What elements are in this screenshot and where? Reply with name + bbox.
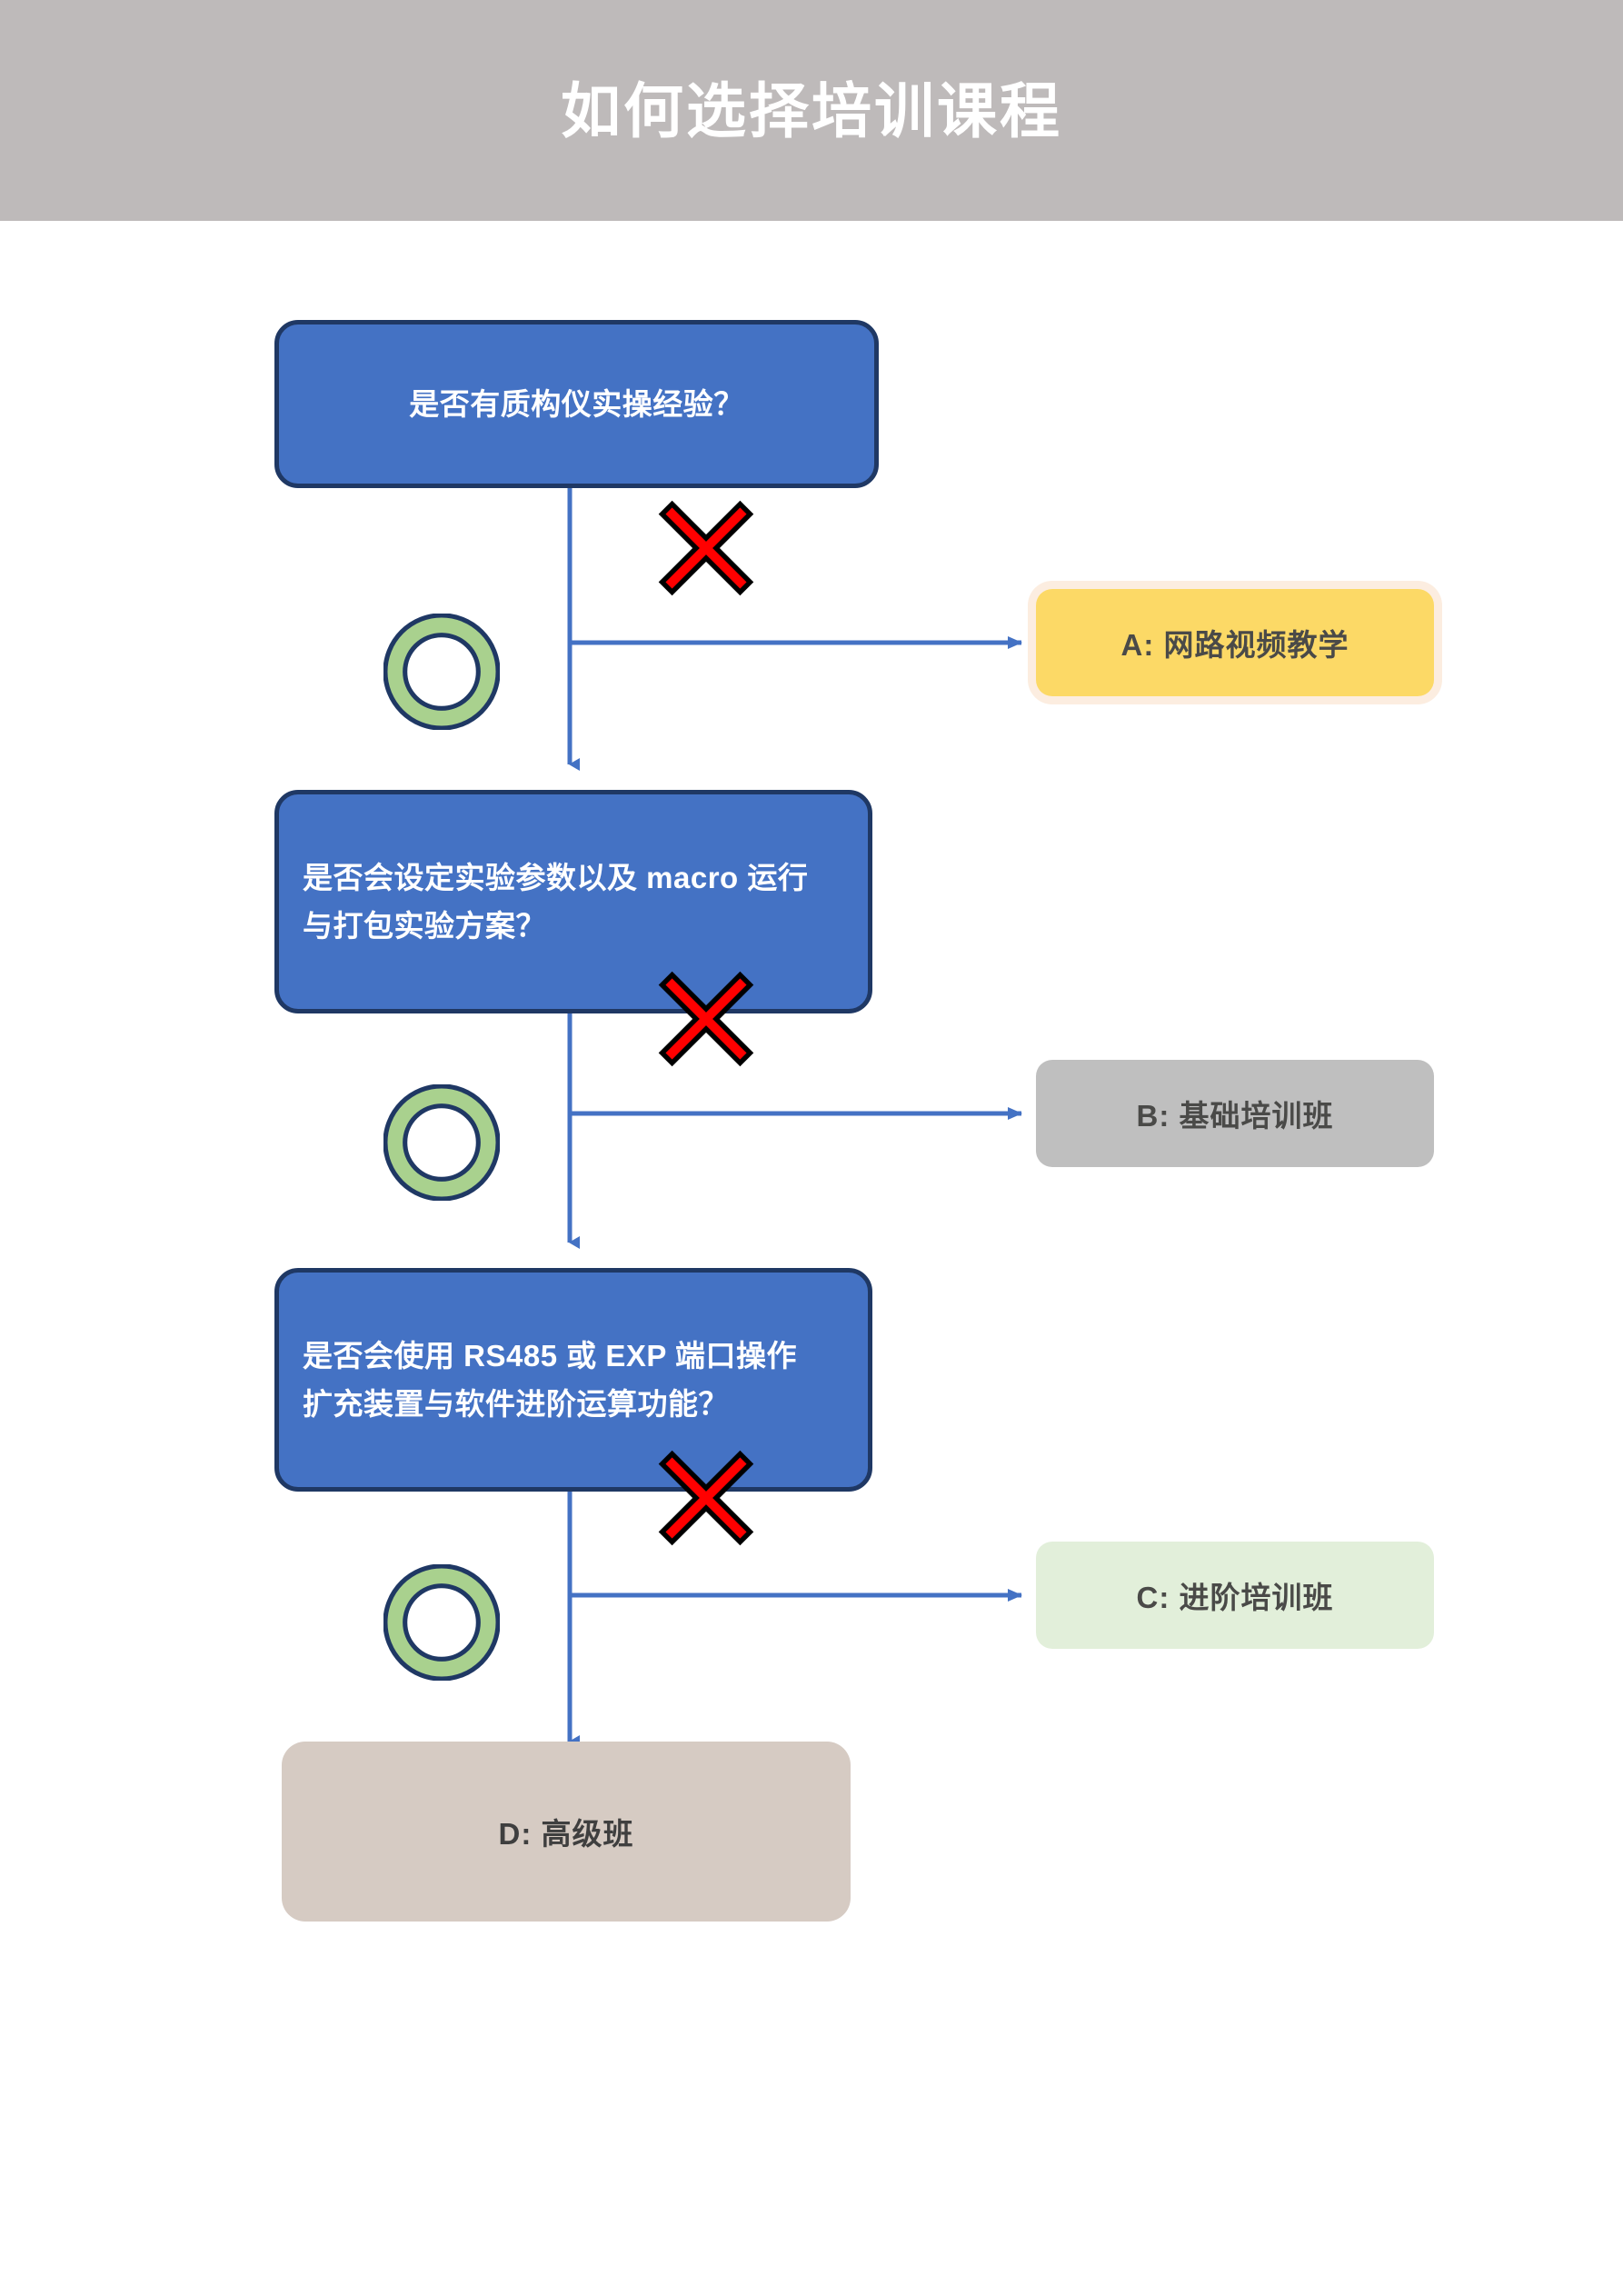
red-x-icon [656, 1448, 756, 1552]
decision-box-3[interactable]: 是否会使用 RS485 或 EXP 端口操作 扩充装置与软件进阶运算功能？ [274, 1268, 872, 1492]
decision-2-line-1: 是否会设定实验参数以及 macro 运行 [303, 860, 809, 894]
decision-box-1[interactable]: 是否有质构仪实操经验？ [274, 320, 879, 488]
flowchart-canvas: 是否有质构仪实操经验？ A: 网路视频教学 是否会设定实验参数以及 macro … [0, 221, 1623, 2296]
outcome-a-label: A: 网路视频教学 [1120, 628, 1349, 662]
decision-1-line-1: 是否有质构仪实操经验？ [409, 386, 744, 421]
outcome-box-c[interactable]: C: 进阶培训班 [1036, 1542, 1434, 1649]
outcome-b-label: B: 基础培训班 [1136, 1099, 1334, 1133]
outcome-box-d[interactable]: D: 高级班 [282, 1742, 851, 1922]
decision-2-line-2: 与打包实验方案？ [303, 909, 546, 943]
outcome-d-label: D: 高级班 [498, 1817, 634, 1851]
green-ring-icon [383, 1563, 501, 1685]
header-banner: 如何选择培训课程 [0, 0, 1623, 221]
outcome-box-b[interactable]: B: 基础培训班 [1036, 1060, 1434, 1167]
green-ring-icon [383, 613, 501, 734]
decision-3-line-1: 是否会使用 RS485 或 EXP 端口操作 [303, 1338, 798, 1373]
green-ring-icon [383, 1083, 501, 1205]
red-x-icon [656, 498, 756, 603]
flow-connectors [567, 486, 1022, 1748]
outcome-c-label: C: 进阶培训班 [1136, 1581, 1334, 1614]
page-title: 如何选择培训课程 [561, 77, 1062, 145]
red-x-icon [656, 969, 756, 1073]
outcome-box-a[interactable]: A: 网路视频教学 [1036, 589, 1434, 696]
decision-box-2[interactable]: 是否会设定实验参数以及 macro 运行 与打包实验方案？ [274, 790, 872, 1013]
decision-3-line-2: 扩充装置与软件进阶运算功能？ [303, 1387, 729, 1421]
